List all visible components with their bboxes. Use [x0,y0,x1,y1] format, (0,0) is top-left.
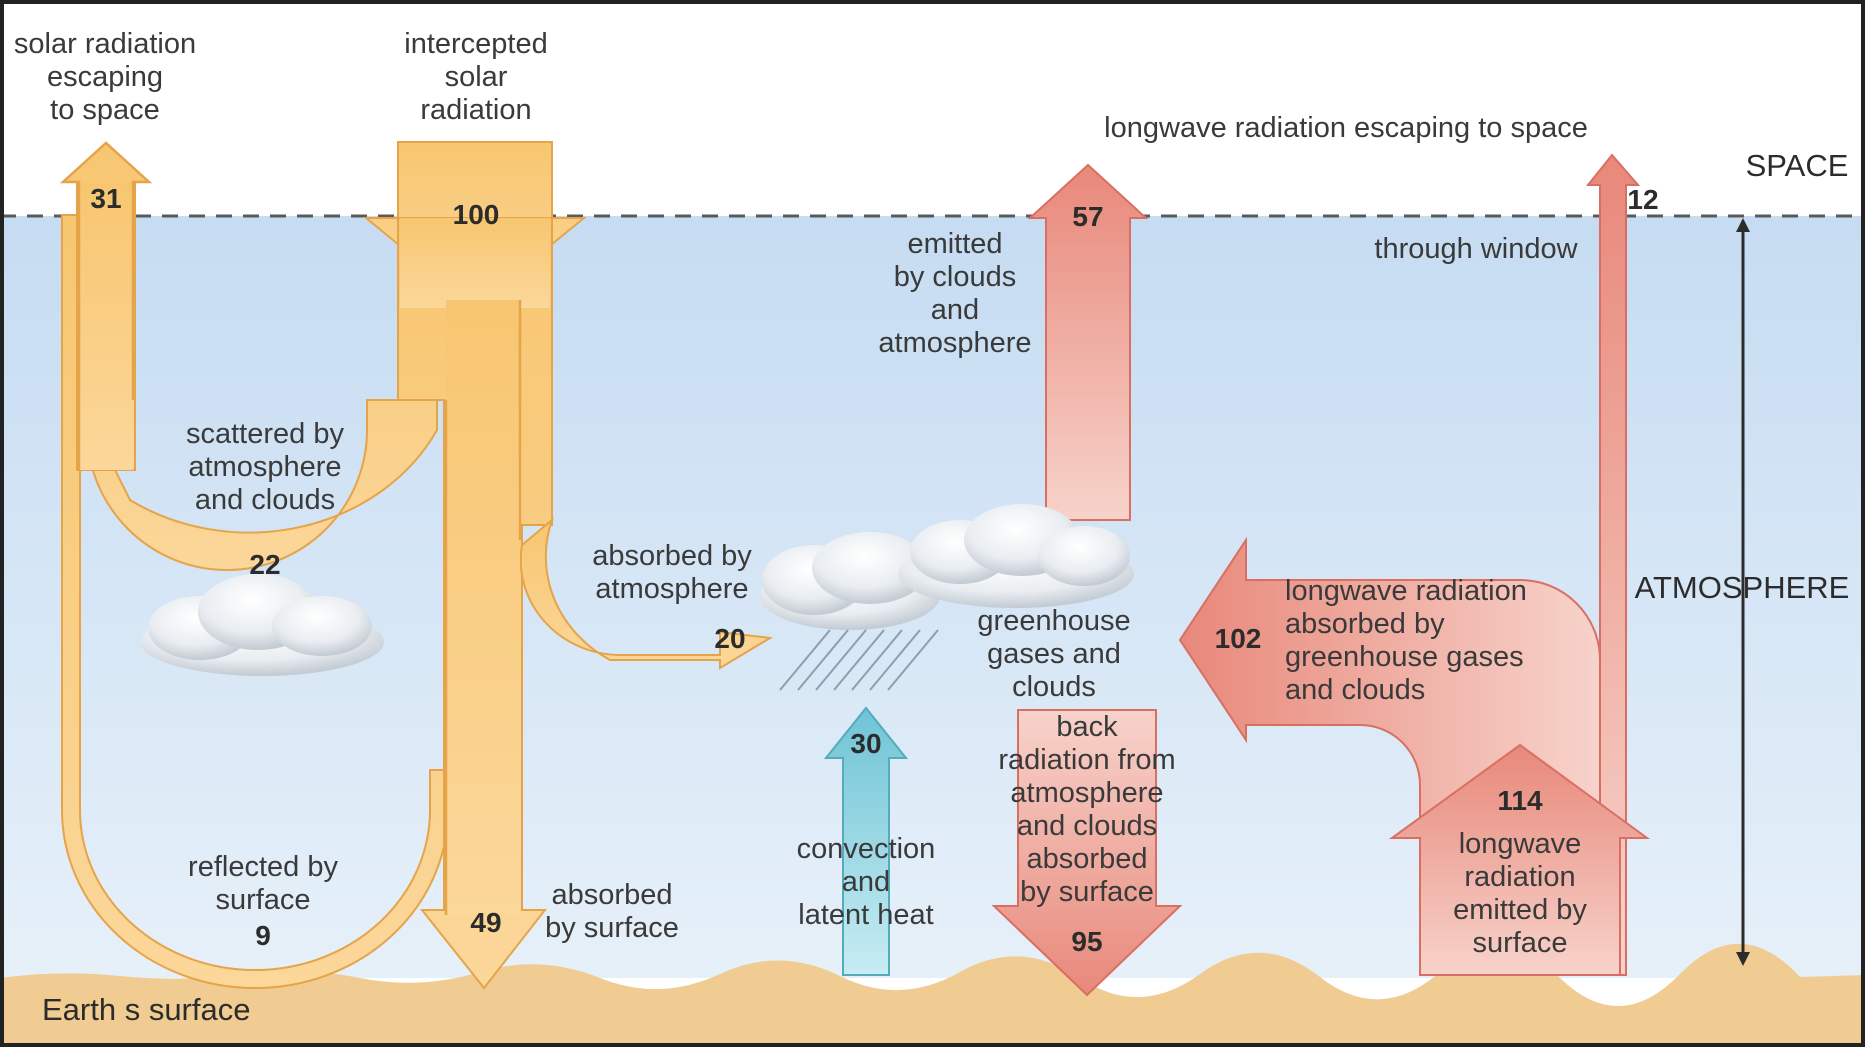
intercepted-label-2: solar [445,61,508,93]
value-convection: 30 [850,728,881,759]
space-region [0,0,1865,216]
emitted-label-2: by clouds [894,261,1017,293]
absorbed-surface-label-2: by surface [545,912,679,944]
emitted-by-atmosphere-arrow [1027,163,1149,521]
longwave-flows [991,153,1651,997]
value-intercepted: 100 [453,199,500,230]
value-longwave-atmosphere: 57 [1072,201,1103,232]
solar-outlines [59,141,522,915]
longwave-escaping-label: longwave radiation escaping to space [1104,112,1588,144]
convection-arrow [823,706,909,976]
scattered-label-1: scattered by [186,418,344,450]
reflected-label-2: surface [215,884,310,916]
lw-absorbed-label-4: and clouds [1285,674,1425,706]
value-absorbed-atmosphere: 20 [714,623,745,654]
space-zone-label: SPACE [1746,148,1849,183]
back-radiation-label-5: absorbed [1027,843,1148,875]
greenhouse-label-1: greenhouse [977,605,1130,637]
greenhouse-label-2: gases and [987,638,1121,670]
value-absorbed-surface: 49 [470,907,501,938]
intercepted-label-3: radiation [420,94,531,126]
atmosphere-zone-label: ATMOSPHERE [1635,570,1850,605]
solar-escaping-label-2: escaping [47,61,163,93]
atmosphere-extent-arrow [1736,218,1750,966]
cloud-center [760,504,1134,630]
convection-label-3: latent heat [798,899,933,931]
lw-absorbed-label-1: longwave radiation [1285,575,1527,607]
value-back-radiation: 95 [1071,926,1102,957]
solar-escaping-label-1: solar radiation [14,28,196,60]
intercepted-label-1: intercepted [404,28,548,60]
greenhouse-label-3: clouds [1012,671,1096,703]
absorbed-atmosphere-label-1: absorbed by [592,540,752,572]
cloud-left [140,574,384,676]
scattered-label-2: atmosphere [188,451,341,483]
back-radiation-label-4: and clouds [1017,810,1157,842]
absorbed-surface-label-1: absorbed [552,879,673,911]
back-radiation-label-6: by surface [1020,876,1154,908]
reflected-label-1: reflected by [188,851,338,883]
absorbed-atmosphere-label-2: atmosphere [595,573,748,605]
lw-emitted-label-4: surface [1472,927,1567,959]
longwave-surface-arrow [1388,743,1651,976]
solar-escaping-label-3: to space [50,94,160,126]
earth-surface-region [0,943,1865,1047]
back-radiation-label-3: atmosphere [1010,777,1163,809]
emitted-label-4: atmosphere [878,327,1031,359]
convection-label-1: convection [797,833,936,865]
value-reflected: 9 [255,920,271,951]
absorbed-by-atmosphere-arrow [519,516,774,670]
lw-absorbed-label-2: absorbed by [1285,608,1445,640]
lw-absorbed-label-3: greenhouse gases [1285,641,1524,673]
value-lw-absorbed: 102 [1215,623,1262,654]
lw-emitted-label-3: emitted by [1453,894,1587,926]
back-radiation-arrow [991,709,1183,997]
earth-surface-label: Earth s surface [42,992,250,1027]
lw-emitted-label-2: radiation [1464,861,1575,893]
scattered-arrow [86,214,438,571]
scattered-label-3: and clouds [195,484,335,516]
lw-emitted-label-1: longwave [1459,828,1582,860]
convection-label-2: and [842,866,890,898]
value-lw-surface: 114 [1497,785,1543,816]
through-window-label: through window [1374,233,1578,265]
emitted-label-1: emitted [907,228,1002,260]
back-radiation-label-2: radiation from [998,744,1175,776]
solar-overlays [79,182,550,915]
value-solar-escaping: 31 [90,183,121,214]
emitted-label-3: and [931,294,979,326]
value-scattered: 22 [249,549,280,580]
back-radiation-label-1: back [1056,711,1118,743]
rain-lines [779,629,939,691]
value-through-window: 12 [1627,184,1658,215]
